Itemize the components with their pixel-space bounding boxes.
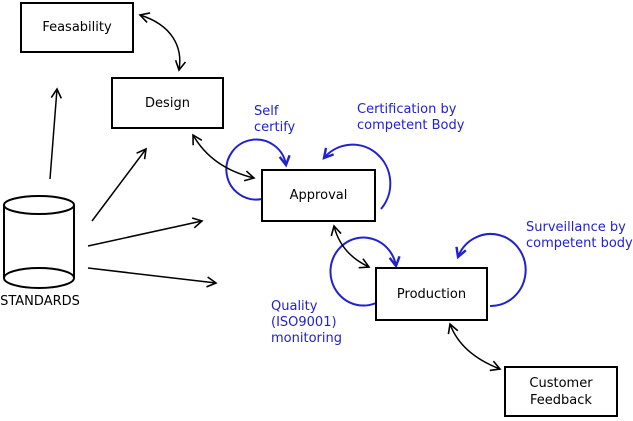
edge-standards-production [87, 267, 218, 288]
annotation-self-certify: Self certify [254, 104, 296, 135]
edge-design-approval [192, 133, 256, 182]
annotation-surveillance: Surveillance by competent body [526, 220, 633, 251]
node-design: Design [111, 77, 224, 129]
edge-production-feedback [447, 322, 502, 372]
node-approval: Approval [261, 169, 376, 222]
node-production-label: Production [396, 286, 467, 302]
node-feasability-label: Feasability [42, 20, 112, 35]
edge-standards-approval [87, 217, 204, 247]
annotation-certification: Certification by competent Body [357, 102, 465, 133]
loop-certification [322, 143, 392, 210]
loop-surveillance [455, 233, 527, 308]
node-design-label: Design [145, 95, 190, 111]
edge-feasability-design [138, 12, 187, 72]
edge-standards-design [91, 147, 147, 222]
node-customer-feedback-label: Customer Feedback [529, 375, 593, 408]
node-customer-feedback: Customer Feedback [504, 366, 618, 417]
standards-cylinder-icon [3, 195, 75, 289]
node-production: Production [375, 267, 488, 321]
edge-approval-production [330, 224, 371, 269]
standards-label: STANDARDS [0, 294, 80, 309]
node-feasability: Feasability [20, 2, 134, 53]
annotation-quality: Quality (ISO9001) monitoring [271, 299, 342, 346]
node-approval-label: Approval [289, 188, 348, 203]
edge-standards-feasability [49, 87, 63, 180]
